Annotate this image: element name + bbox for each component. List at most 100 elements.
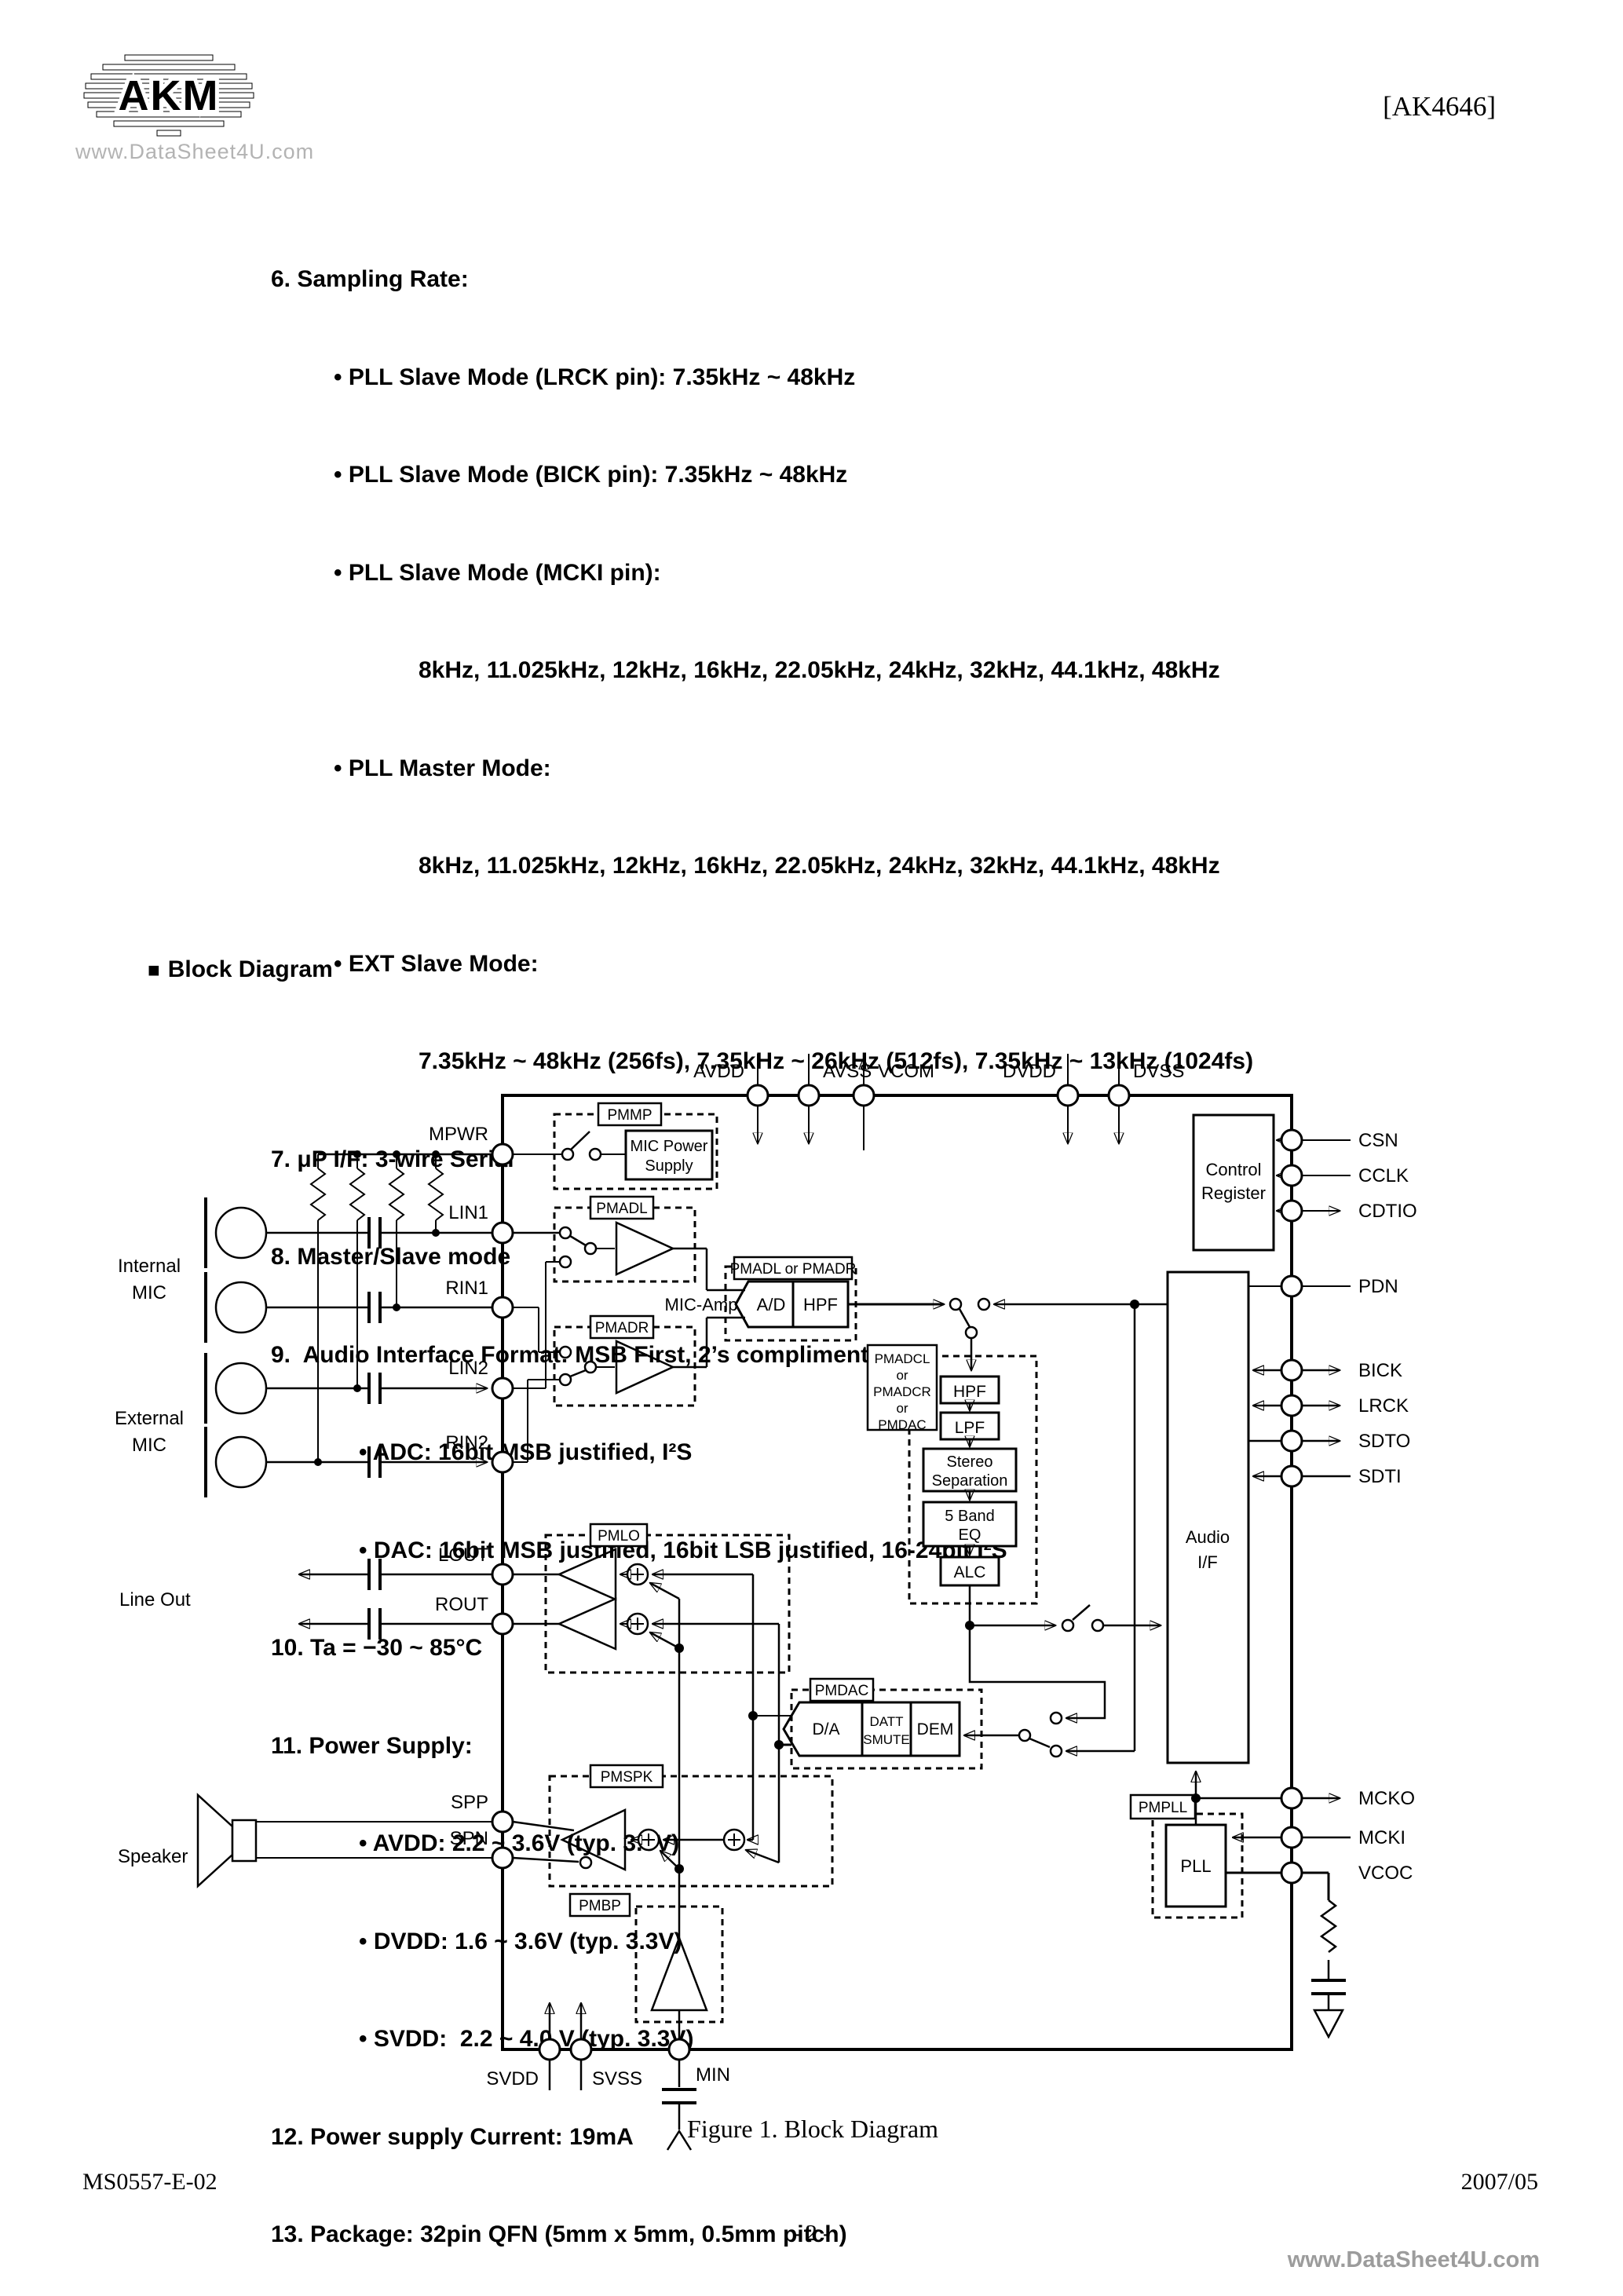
record-path-switch (970, 1604, 1161, 1632)
switch-arm (958, 1308, 971, 1328)
top-supply-pins: AVDD AVSS VCOM DVDD DVSS (693, 1054, 1184, 1150)
svg-text:I/F: I/F (1197, 1552, 1218, 1572)
pin-label-lin2: LIN2 (448, 1358, 488, 1379)
pin-label-svss: SVSS (592, 2068, 642, 2089)
mic-bias-resistors (309, 1150, 492, 1466)
mic-element-symbol (666, 2129, 693, 2151)
pin-rin2 (491, 1450, 514, 1474)
svg-text:LPF: LPF (955, 1419, 985, 1437)
pmadl-label: PMADL (596, 1201, 647, 1217)
svg-text:MIC Power: MIC Power (631, 1138, 708, 1155)
record-dsp-chain: PMADCL or PMADCR or PMDAC HPF LPF Stereo… (866, 1344, 1038, 1630)
svg-text:A/D: A/D (757, 1295, 786, 1314)
pin-rout (491, 1612, 514, 1636)
pin-label-spn: SPN (450, 1828, 488, 1849)
section-title: Block Diagram (167, 956, 333, 982)
pin-sdti (1280, 1464, 1303, 1488)
svg-text:HPF: HPF (803, 1295, 838, 1314)
switch-arm (650, 1583, 680, 1600)
pin-avss (797, 1084, 821, 1107)
pmspk-label: PMSPK (601, 1769, 653, 1786)
feature-line: • DVDD: 1.6 ~ 3.6V (typ. 3.3V) (359, 1928, 682, 1954)
akm-logo: AKM (83, 54, 254, 137)
pin-svdd (538, 2038, 561, 2061)
feature-line: 6. Sampling Rate: (271, 266, 469, 292)
pdn-pin: PDN (1230, 1274, 1398, 1298)
pmdac-label: PMDAC (815, 1683, 869, 1699)
mic-symbol (214, 1281, 268, 1334)
pin-lrck (1280, 1394, 1303, 1417)
pin-label-cclk: CCLK (1358, 1165, 1409, 1186)
pin-sdto (1280, 1429, 1303, 1453)
watermark-top: www.DataSheet4U.com (75, 140, 315, 163)
pin-label-mcko: MCKO (1358, 1788, 1415, 1809)
svg-text:Audio: Audio (1186, 1527, 1230, 1547)
pmadl-or-pmadr-label: PMADL or PMADR (730, 1261, 857, 1278)
beep-section: PMBP MIN (568, 1599, 730, 2151)
pin-dvss (1107, 1084, 1131, 1107)
feature-line: • PLL Slave Mode (LRCK pin): 7.35kHz ~ 4… (334, 364, 856, 390)
feature-line: • EXT Slave Mode: (334, 950, 539, 977)
playback-routing (964, 1304, 1136, 1758)
pll-block: PMPLL PLL MCKO MCKI VCOC (1129, 1771, 1415, 2039)
footer-doc-id: MS0557-E-02 (82, 2169, 217, 2195)
dac-section: PMDAC D/A DATT SMUTE DEM (748, 1677, 983, 1770)
pin-label-svdd: SVDD (486, 2068, 539, 2089)
amp-triangle (615, 1221, 676, 1276)
svg-text:DEM: DEM (917, 1720, 954, 1738)
speaker-horn (196, 1793, 234, 1888)
block-diagram-heading: ■Block Diagram (148, 956, 333, 983)
logo-text: AKM (119, 72, 220, 119)
switch-arm (570, 1131, 590, 1150)
footer-page-number: - 2 - (792, 2221, 831, 2246)
feature-line: 11. Power Supply: (271, 1732, 473, 1759)
pin-label-rin2: RIN2 (445, 1432, 488, 1453)
adc-section: PMADL or PMADR A/D HPF (724, 1256, 1168, 1370)
svg-text:Control: Control (1206, 1160, 1262, 1179)
pin-rin1 (491, 1296, 514, 1319)
switch-arm (1029, 1737, 1051, 1749)
figure-caption: Figure 1. Block Diagram (687, 2115, 938, 2143)
svg-text:D/A: D/A (812, 1720, 839, 1738)
mic-symbol (214, 1362, 268, 1415)
feature-line: • PLL Slave Mode (BICK pin): 7.35kHz ~ 4… (334, 462, 848, 488)
pmadr-section: PMADR (513, 1307, 745, 1463)
svg-text:or: or (896, 1368, 908, 1383)
amp-triangle (560, 1808, 627, 1871)
switch-arm (650, 1632, 680, 1650)
svg-text:HPF: HPF (953, 1383, 986, 1401)
svg-text:Supply: Supply (645, 1157, 693, 1175)
svg-text:PMDAC: PMDAC (878, 1417, 926, 1432)
pin-mcko (1280, 1786, 1303, 1810)
pin-label-min: MIN (696, 2064, 730, 2086)
pin-label-avdd: AVDD (693, 1061, 744, 1082)
pin-label-vcoc: VCOC (1358, 1863, 1413, 1884)
switch-arm (569, 1369, 587, 1378)
svg-text:PMADCR: PMADCR (873, 1384, 931, 1399)
svg-text:MIC: MIC (132, 1282, 166, 1303)
pmadl-section: PMADL (513, 1195, 745, 1389)
pin-label-dvss: DVSS (1133, 1061, 1184, 1082)
pin-label-vcom: VCOM (878, 1061, 934, 1082)
footer-date: 2007/05 (1460, 2169, 1538, 2195)
pin-label-avss: AVSS (823, 1061, 872, 1082)
speaker-supply-pins: SVDD SVSS (486, 2003, 642, 2090)
pin-label-lout: LOUT (438, 1545, 488, 1566)
feature-line: 8kHz, 11.025kHz, 12kHz, 16kHz, 22.05kHz,… (419, 853, 1220, 879)
feature-line: • PLL Master Mode: (334, 755, 551, 781)
pin-label-lin1: LIN1 (448, 1202, 488, 1223)
svg-text:Separation: Separation (932, 1472, 1008, 1490)
pmmp-label: PMMP (608, 1107, 652, 1124)
pin-lin1 (491, 1221, 514, 1245)
feature-line: • PLL Slave Mode (MCKI pin): (334, 559, 661, 586)
svg-text:DATT: DATT (869, 1714, 903, 1729)
vcoc-resistor (1319, 1899, 1338, 1953)
svg-text:ALC: ALC (954, 1563, 986, 1581)
svg-text:or: or (896, 1401, 908, 1416)
pin-csn (1280, 1128, 1303, 1152)
svg-text:MIC: MIC (132, 1435, 166, 1456)
feature-line: 12. Power supply Current: 19mA (271, 2123, 634, 2150)
pin-label-pdn: PDN (1358, 1276, 1398, 1297)
amp-triangle (556, 1548, 617, 1601)
